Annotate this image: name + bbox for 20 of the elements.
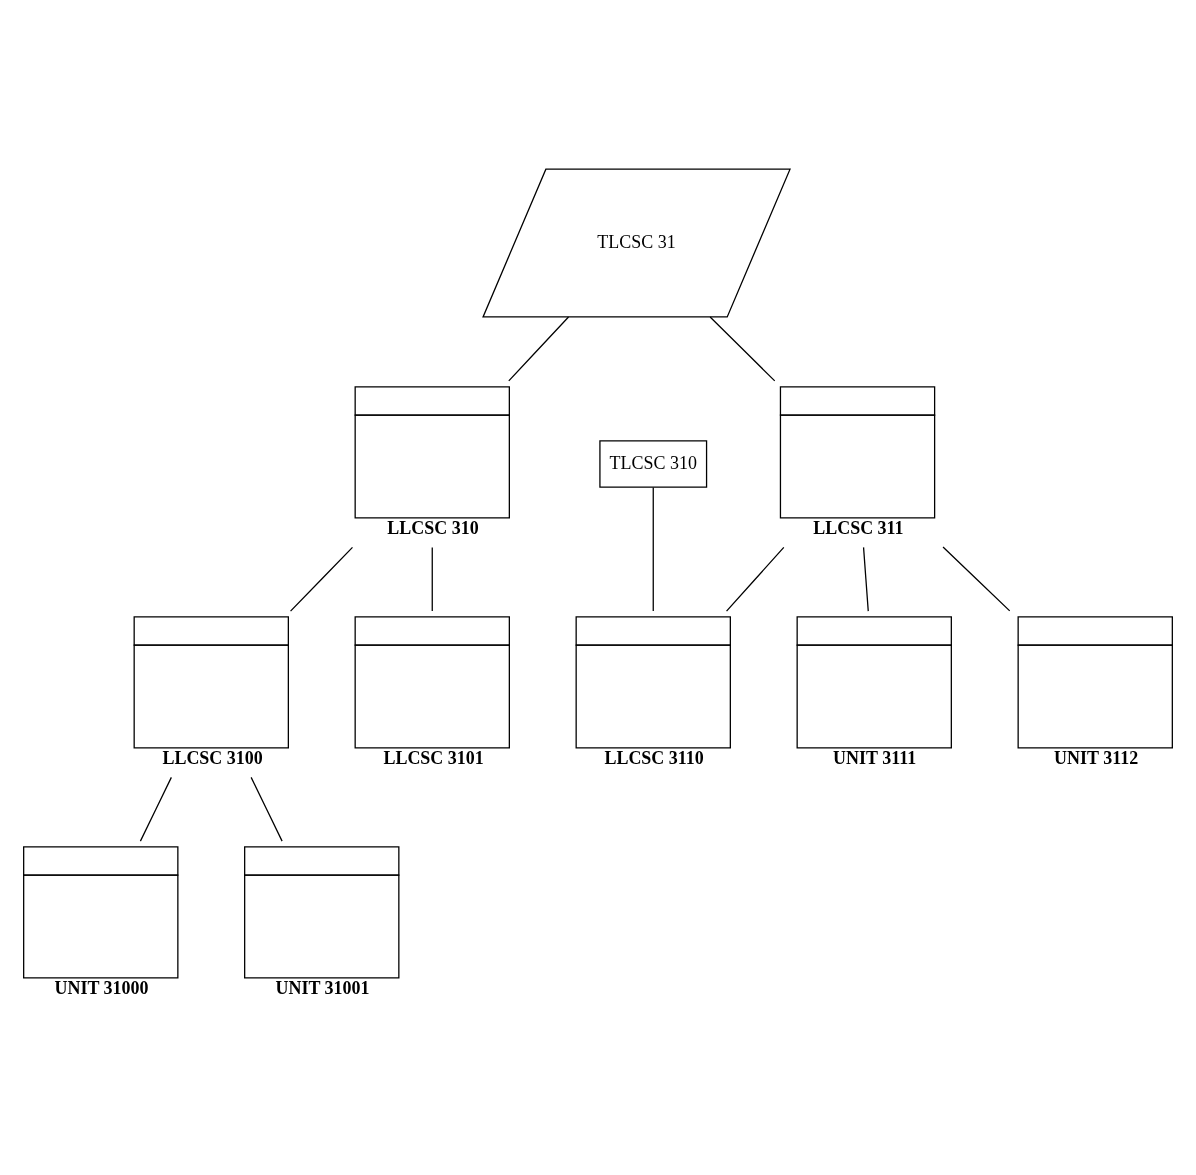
node-label: LLCSC 3110: [604, 747, 704, 768]
node-label: LLCSC 3101: [383, 747, 484, 768]
connector: [652, 486, 654, 612]
connector: [139, 776, 172, 842]
node-label: UNIT 3112: [1054, 747, 1139, 768]
connector: [289, 546, 354, 612]
node-box: TLCSC 310: [599, 439, 708, 488]
node-label: LLCSC 310: [387, 517, 479, 538]
connector: [942, 545, 1011, 612]
connector: [725, 546, 785, 612]
node-label: UNIT 31001: [275, 977, 370, 998]
connector: [709, 315, 776, 382]
node-label: LLCSC 311: [813, 517, 904, 538]
connector: [431, 546, 433, 612]
connector: [250, 776, 283, 842]
node-label: LLCSC 3100: [162, 747, 263, 768]
connector: [508, 315, 570, 382]
node-label: UNIT 3111: [833, 747, 917, 768]
connector: [862, 546, 869, 612]
node-label: UNIT 31000: [54, 977, 149, 998]
